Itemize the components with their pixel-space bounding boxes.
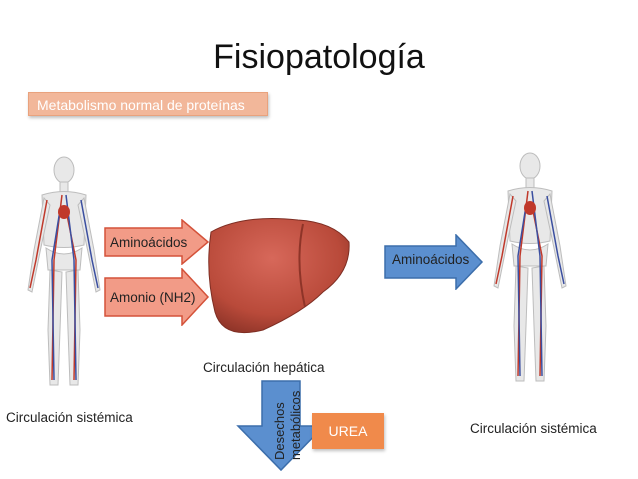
- slide-title: Fisiopatología: [213, 38, 425, 76]
- right-body-figure: [493, 152, 567, 382]
- right-body-caption: Circulación sistémica: [470, 421, 597, 436]
- waste-label-line2: metabólicos: [288, 390, 303, 460]
- left-body-caption: Circulación sistémica: [6, 410, 133, 425]
- left-body-figure: [27, 156, 101, 386]
- ammonia-in-label: Amonio (NH2): [110, 290, 196, 305]
- aminoacids-out-arrow: [384, 234, 484, 290]
- ammonia-in-arrow: [104, 268, 210, 326]
- liver-caption: Circulación hepática: [203, 360, 325, 375]
- urea-box: UREA: [312, 413, 384, 449]
- waste-label-line1: Desechos: [272, 402, 287, 460]
- waste-down-arrow: [236, 380, 326, 472]
- liver-illustration: [208, 218, 350, 334]
- aminoacids-in-arrow: [104, 219, 210, 265]
- subtitle-box: Metabolismo normal de proteínas: [28, 92, 268, 116]
- aminoacids-in-label: Aminoácidos: [110, 235, 188, 250]
- aminoacids-out-label: Aminoácidos: [392, 252, 470, 267]
